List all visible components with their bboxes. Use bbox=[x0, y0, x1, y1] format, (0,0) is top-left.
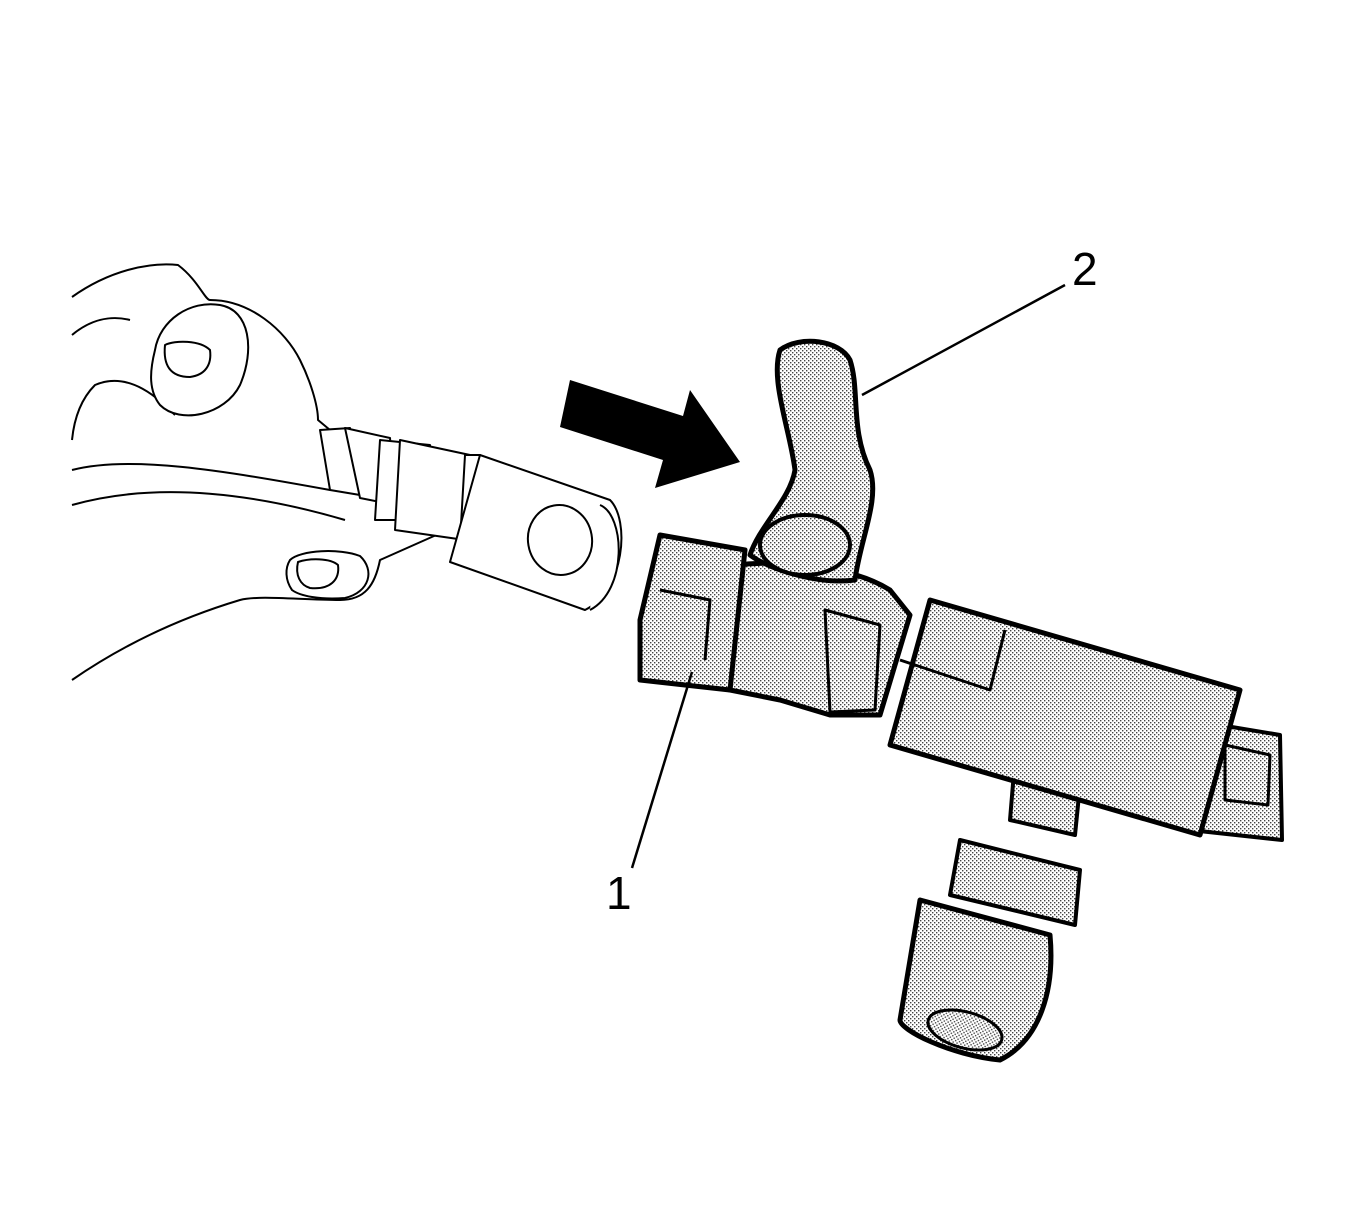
valve-fitting-icon bbox=[637, 338, 1284, 1063]
direction-arrow-icon bbox=[560, 380, 740, 488]
callout-2-label: 2 bbox=[1072, 243, 1098, 295]
hand-icon bbox=[71, 263, 471, 681]
callout-2-leader bbox=[861, 283, 1066, 397]
hose-coupling-icon bbox=[319, 427, 623, 611]
callout-1-label: 1 bbox=[606, 867, 632, 919]
callout-1-leader bbox=[630, 671, 694, 869]
